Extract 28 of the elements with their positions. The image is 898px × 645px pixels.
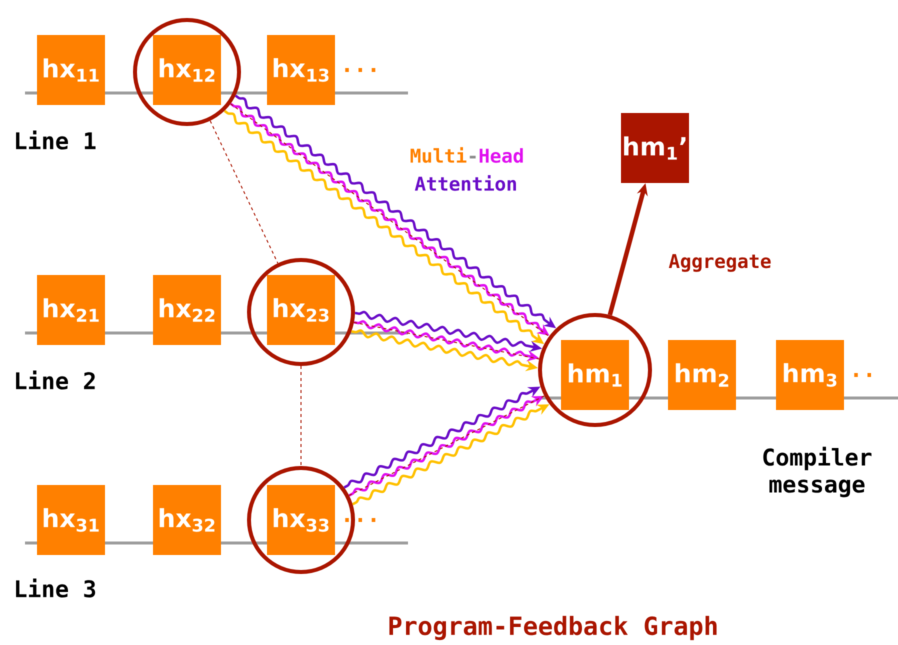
token-box: hx$_{31}$ [37,485,105,555]
edge-label: Aggregate [668,254,771,272]
token-box: hx$_{11}$ [37,35,105,105]
caption: Program-Feedback Graph [389,616,717,640]
row-label: Line 1 [16,130,96,150]
highlight-circle [538,313,652,427]
token-box: hx$_{22}$ [153,275,221,345]
token-box: hx$_{33}$ [267,485,335,555]
dashed-line [210,120,278,264]
token-box: hx$_{21}$ [37,275,105,345]
side-label: Compiler message [763,446,872,498]
highlight-circle [133,18,241,126]
token-box: hx$_{32}$ [153,485,221,555]
row-label: Line 3 [16,578,96,598]
token-box: hx$_{12}$ [153,35,221,105]
dashed-line [300,366,302,466]
row-label: Line 2 [16,370,95,390]
ellipsis: ... [345,68,376,72]
token-box: hm$_{3}$ [776,340,844,410]
highlight-circle [247,258,355,366]
annotation-text: Attention [414,175,516,191]
token-box: hm$_{1}$ [561,340,629,410]
annotation-text: Multi - Head [410,147,523,163]
token-box: hx$_{13}$ [267,35,335,105]
token-box: hx$_{23}$ [267,275,335,345]
output-box: hm$_{1}$’ [621,113,689,183]
ellipsis: .. [854,373,872,377]
token-box: hm$_{2}$ [668,340,736,410]
